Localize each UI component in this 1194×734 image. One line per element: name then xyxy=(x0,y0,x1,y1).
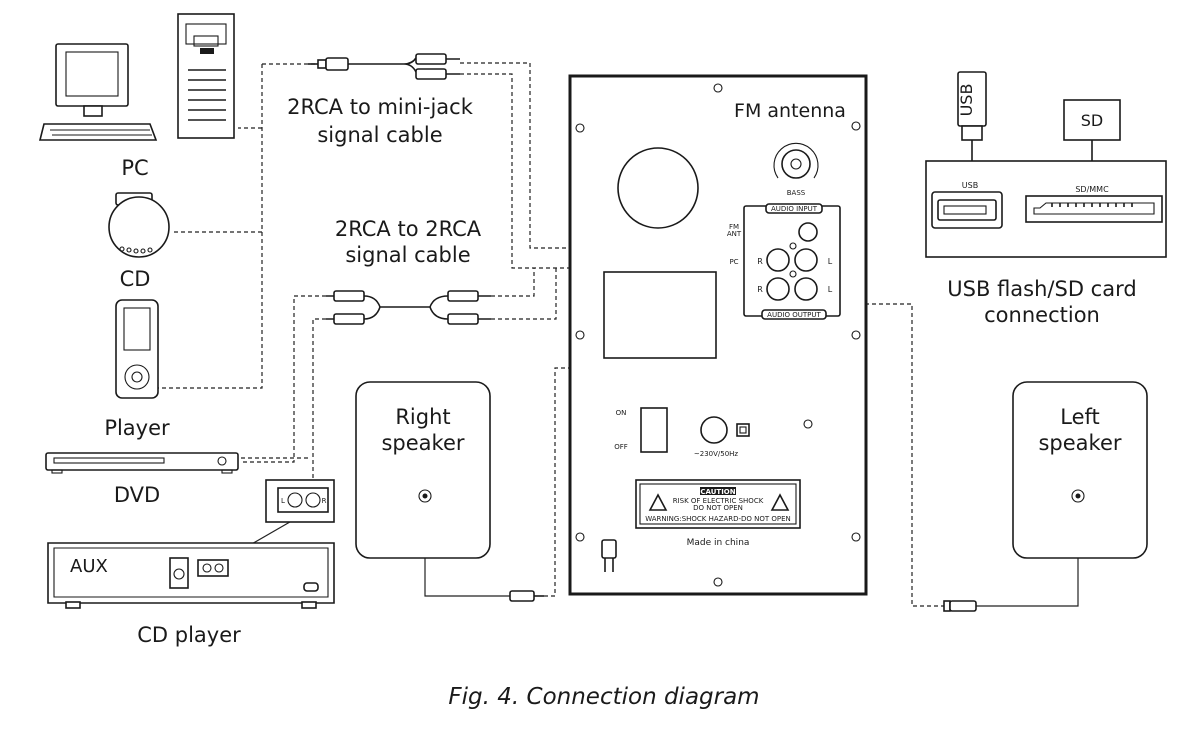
subwoofer-back-panel xyxy=(568,74,868,596)
player-label: Player xyxy=(104,416,170,440)
audio-input-label: AUDIO INPUT xyxy=(771,205,818,213)
rca-cable-label-1: 2RCA to 2RCA xyxy=(335,217,482,241)
figure-caption: Fig. 4. Connection diagram xyxy=(448,684,759,710)
rca-cable-label-2: signal cable xyxy=(345,243,470,267)
power-plug-icon xyxy=(601,539,617,572)
on-label: ON xyxy=(616,409,627,417)
aux-jack-l: L xyxy=(281,497,285,505)
dvd-label: DVD xyxy=(114,483,160,507)
audio-output-label: AUDIO OUTPUT xyxy=(767,311,821,319)
aux-label: AUX xyxy=(70,556,108,577)
made-in-label: Made in china xyxy=(687,538,750,548)
usb-sd-panel xyxy=(925,71,1167,258)
left-speaker-label-1: Left xyxy=(1060,405,1100,429)
usb-stick-label: USB xyxy=(957,84,976,117)
caution-label: CAUTION xyxy=(700,488,735,496)
sd-card-label: SD xyxy=(1081,111,1103,130)
rca-cable-icon xyxy=(326,290,491,325)
dvd-icon xyxy=(45,452,239,474)
right-speaker-label-2: speaker xyxy=(381,431,464,455)
aux-jack-r: R xyxy=(322,497,327,505)
usb-port-label: USB xyxy=(962,181,978,190)
risk-label: RISK OF ELECTRIC SHOCK xyxy=(673,497,764,505)
voltage-label: ~230V/50Hz xyxy=(694,450,739,458)
cd-player-label: CD player xyxy=(137,623,241,647)
cd-icon xyxy=(108,192,170,258)
left-speaker-label-2: speaker xyxy=(1038,431,1121,455)
pc-label: PC xyxy=(121,156,148,180)
fm-ant-label-1: FM xyxy=(729,223,739,231)
usb-sd-caption-1: USB flash/SD card xyxy=(947,277,1136,301)
minijack-cable-label-2: signal cable xyxy=(317,123,442,147)
pc-input-label: PC xyxy=(729,258,738,266)
right-speaker-icon xyxy=(355,381,544,602)
bass-label: BASS xyxy=(787,189,806,197)
cd-player-icon xyxy=(47,479,335,609)
sd-port-label: SD/MMC xyxy=(1075,185,1109,194)
input-r-label: R xyxy=(757,257,763,266)
minijack-cable-label-1: 2RCA to mini-jack xyxy=(287,95,474,119)
fm-antenna-label: FM antenna xyxy=(734,100,846,122)
fm-ant-label-2: ANT xyxy=(727,230,742,238)
right-speaker-label-1: Right xyxy=(395,405,450,429)
minijack-cable-icon xyxy=(308,53,460,80)
usb-sd-caption-2: connection xyxy=(984,303,1100,327)
left-speaker-icon xyxy=(943,381,1148,612)
output-r-label: R xyxy=(757,285,763,294)
pc-icon xyxy=(38,13,235,141)
cd-label: CD xyxy=(120,267,151,291)
player-icon xyxy=(115,299,159,399)
do-not-open-label: DO NOT OPEN xyxy=(693,504,743,512)
warning-label: WARNING:SHOCK HAZARD-DO NOT OPEN xyxy=(645,515,791,523)
off-label: OFF xyxy=(614,443,628,451)
input-l-label: L xyxy=(828,257,833,266)
output-l-label: L xyxy=(828,285,833,294)
